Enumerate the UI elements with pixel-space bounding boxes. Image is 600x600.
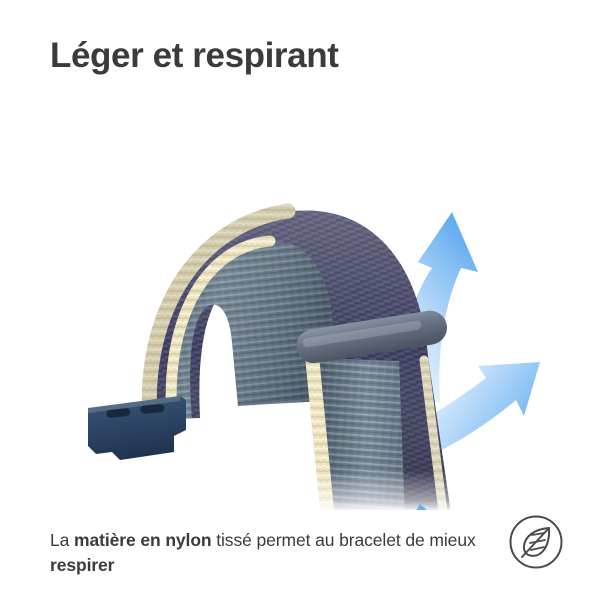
clasp-slot-right [140, 404, 165, 414]
band-inner-face [169, 241, 340, 420]
caption-line1-suffix: tissé permet au bracelet de [211, 530, 425, 550]
caption-text: La matière en nylon tissé permet au brac… [50, 528, 520, 578]
band-clasp [88, 396, 186, 460]
airflow-arrow-down-head [416, 504, 428, 510]
clasp-slot-left [106, 408, 131, 418]
leaf-badge [508, 514, 564, 570]
caption-line2-emphasis: respirer [50, 555, 115, 575]
hero-svg [88, 203, 540, 510]
caption-line2-prefix: mieux [429, 530, 481, 550]
hero-illustration [0, 100, 600, 510]
leaf-icon [509, 515, 563, 569]
band-fade-mask [290, 420, 480, 510]
caption-line1-prefix: La [50, 530, 75, 550]
caption-line1-emphasis: matière en nylon [74, 530, 212, 550]
band-keeper-loop [296, 310, 447, 364]
page-title: Léger et respirant [50, 36, 339, 75]
